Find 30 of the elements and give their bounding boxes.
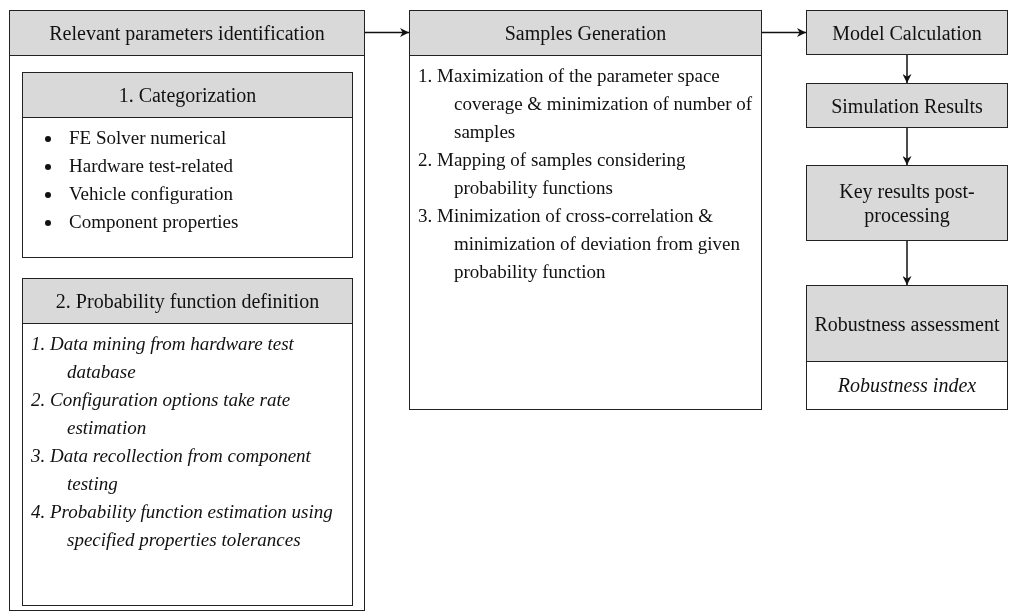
box-heading: Relevant parameters identification — [10, 11, 364, 56]
box-heading: Key results post-processing — [807, 166, 1007, 240]
list-item: 4. Probability function estimation using specified properties tolerances — [31, 500, 334, 552]
process-box — [9, 10, 365, 611]
list-item: 3. Data recollection from component testing — [31, 444, 312, 496]
list-item: Vehicle configuration — [69, 183, 234, 204]
list-item: 2. Mapping of samples considering probability functions — [418, 148, 687, 200]
arrow — [364, 28, 410, 37]
box-heading: Simulation Results — [807, 84, 1007, 127]
box-heading: Model Calculation — [807, 11, 1007, 54]
list-item: 3. Minimization of cross-correlation & minimization of deviation from given probability function — [418, 204, 741, 284]
arrow — [761, 28, 807, 37]
process-box — [806, 285, 1008, 410]
arrow — [902, 127, 912, 166]
box-heading: Robustness assessment — [807, 286, 1007, 362]
arrow — [902, 240, 912, 286]
list-item: FE Solver numerical — [69, 127, 227, 148]
process-box — [22, 72, 353, 258]
list-item: 1. Data mining from hardware test database — [31, 332, 295, 384]
process-box — [22, 278, 353, 606]
box-note: Robustness index — [836, 373, 978, 397]
list-item: Hardware test-related — [69, 155, 234, 176]
list-item: 2. Configuration options take rate estimation — [31, 388, 292, 440]
list-item: Component properties — [69, 211, 239, 232]
box-heading: 2. Probability function definition — [23, 279, 352, 324]
process-box — [409, 10, 762, 410]
list-item: 1. Maximization of the parameter space coverage & minimization of number of samples — [418, 64, 754, 144]
arrow — [902, 54, 912, 84]
box-heading: Samples Generation — [410, 11, 761, 56]
box-heading: 1. Categorization — [23, 73, 352, 118]
